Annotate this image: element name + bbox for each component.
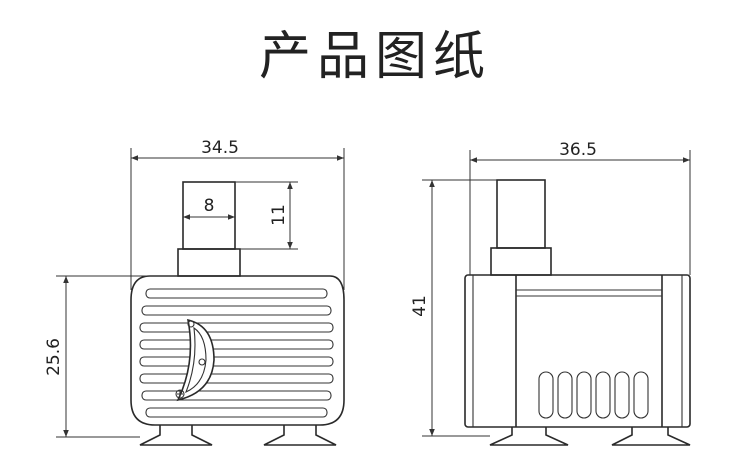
side-outlet-collar	[490, 247, 552, 276]
front-outlet-height-dimension	[235, 181, 298, 250]
side-width-label: 36.5	[559, 140, 597, 160]
front-body-height-label: 25.6	[44, 338, 64, 376]
front-suction-foot-left	[139, 425, 213, 446]
side-outlet-nozzle	[496, 179, 546, 249]
side-suction-foot-right	[611, 427, 691, 446]
drawing-title: 产品图纸	[258, 27, 491, 87]
front-pump-body	[130, 275, 345, 426]
side-width-dimension	[469, 150, 691, 275]
side-intake-fins	[538, 371, 649, 419]
flow-adjust-slot	[175, 318, 215, 402]
front-view: 34.5 8 11 25.6	[44, 138, 345, 446]
front-outlet-width-label: 8	[204, 196, 215, 216]
front-suction-foot-right	[263, 425, 337, 446]
side-pump-body	[464, 274, 691, 428]
side-total-height-label: 41	[410, 295, 430, 317]
front-outlet-height-label: 11	[269, 204, 289, 226]
front-body-height-dimension	[56, 275, 178, 438]
side-view: 36.5 41	[410, 140, 691, 446]
front-width-dimension	[130, 148, 345, 290]
front-width-label: 34.5	[201, 138, 239, 158]
side-suction-foot-left	[489, 427, 569, 446]
side-total-height-dimension	[422, 179, 497, 437]
front-grille	[139, 288, 334, 418]
front-outlet-collar	[177, 248, 241, 277]
